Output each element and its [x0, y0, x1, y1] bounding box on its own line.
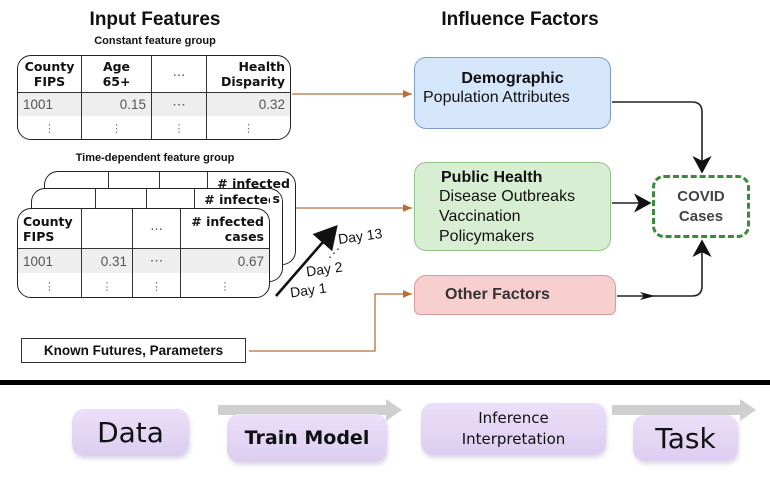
header-text: cases [224, 228, 264, 244]
header-ellipsis: ⋯ [133, 209, 181, 248]
public-health-line: Disease Outbreaks [439, 188, 576, 205]
pipeline-arrow-1 [218, 399, 402, 421]
cell: 0.31 [82, 249, 133, 273]
demographic-box: Demographic Population Attributes [414, 57, 611, 129]
known-futures-box: Known Futures, Parameters [21, 338, 246, 363]
cell: 1001 [18, 93, 82, 116]
public-health-box: Public Health Disease Outbreaks Vaccinat… [414, 162, 611, 251]
other-factors-title: Other Factors [445, 286, 550, 303]
cell: ⋮ [133, 273, 181, 297]
demographic-line: Population Attributes [423, 89, 570, 106]
header-text: Disparity [220, 74, 285, 89]
header-text: ⋯ [172, 66, 186, 82]
header-blank [82, 209, 133, 248]
cell: ⋮ [152, 116, 207, 139]
cell: ⋮ [82, 116, 152, 139]
step-label: Train Model [244, 427, 370, 449]
section-divider [0, 380, 770, 385]
step-label: Interpretation [461, 430, 566, 448]
public-health-title: Public Health [441, 169, 543, 186]
cell: ⋮ [82, 273, 133, 297]
cell: ⋯ [133, 249, 181, 273]
cell: ⋮ [219, 280, 231, 293]
cell: 0.15 [82, 93, 152, 116]
cell: ⋮ [18, 273, 82, 297]
arrow-mid-head [640, 292, 655, 300]
day-arrow [275, 225, 338, 297]
header-infected: # infected [217, 176, 290, 191]
step-label: Inference [478, 409, 549, 427]
header-text: # infected [191, 213, 264, 229]
public-health-line: Vaccination [439, 208, 521, 225]
step-label: Data [97, 416, 164, 449]
covid-line: COVID [677, 187, 725, 205]
header-ellipsis: ⋯ [152, 56, 207, 92]
step-label: Task [655, 421, 716, 455]
cell: 1001 [18, 249, 82, 273]
table-row: 1001 0.31 ⋯ 0.67 [18, 249, 269, 273]
arrow-demographic-to-covid [612, 101, 712, 174]
table-row-ellipsis: ⋮ ⋮ ⋮ ⋮ [18, 273, 269, 297]
table-row: 1001 0.15 ⋯ 0.32 [18, 93, 290, 116]
public-health-line: Policymakers [439, 228, 535, 245]
header-infected: # infected [204, 192, 277, 207]
cell: ⋮ [243, 123, 254, 135]
demographic-title: Demographic [461, 70, 564, 87]
header-age65: Age 65+ [82, 56, 152, 92]
covid-cases-box: COVID Cases [652, 175, 750, 238]
pipeline-step-task: Task [633, 415, 738, 461]
arrow-other-to-covid [617, 239, 712, 297]
arrow-known-to-other [249, 290, 412, 352]
pipeline-step-data: Data [72, 409, 189, 456]
known-futures-label: Known Futures, Parameters [43, 343, 224, 358]
covid-line: Cases [678, 207, 724, 225]
cell: ⋮ [18, 116, 82, 139]
header-text: County [23, 213, 73, 229]
cell: 0.67 [237, 253, 264, 269]
time-group-label: Time-dependent feature group [75, 152, 235, 164]
influence-factors-title: Influence Factors [441, 9, 599, 30]
header-text: FIPS [23, 228, 55, 244]
header-tail: s [269, 191, 282, 206]
header-text: Health [238, 59, 285, 74]
pipeline-arrow-2 [612, 399, 756, 421]
pipeline-step-train-model: Train Model [227, 414, 387, 462]
cell: 0.32 [258, 97, 285, 112]
table-row-ellipsis: ⋮ ⋮ ⋮ ⋮ [18, 116, 290, 139]
connector-arrows [249, 90, 712, 352]
cell: ⋯ [152, 93, 207, 116]
header-text: County [24, 59, 75, 74]
other-factors-box: Other Factors [414, 275, 616, 315]
header-text: Age 65+ [102, 59, 131, 89]
input-features-title: Input Features [89, 9, 221, 30]
header-text: FIPS [33, 74, 66, 89]
constant-group-label: Constant feature group [94, 35, 216, 47]
